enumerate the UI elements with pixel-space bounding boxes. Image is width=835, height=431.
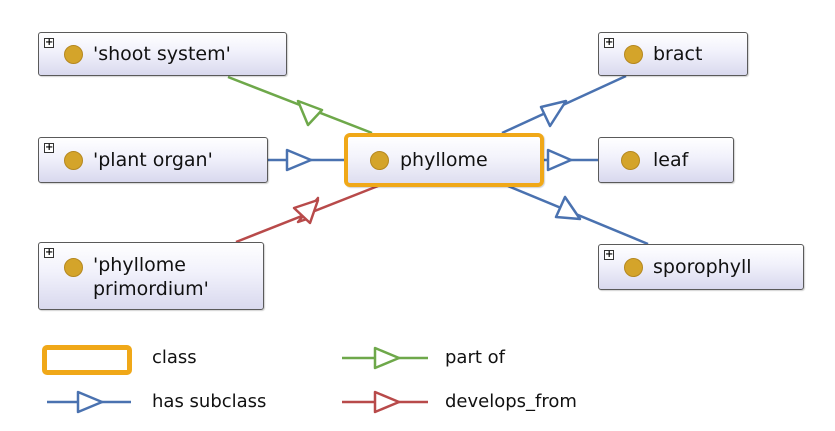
- class-dot-icon: [64, 45, 83, 64]
- node-label: 'phyllome primordium': [93, 254, 209, 300]
- legend-label-part-of: part of: [445, 347, 505, 368]
- plus-box-icon[interactable]: +: [604, 37, 614, 48]
- node-label: phyllome: [400, 149, 488, 171]
- legend-arrow-has-subclass: [76, 390, 104, 414]
- class-dot-icon: [621, 151, 640, 170]
- legend-arrow-part-of: [373, 346, 401, 370]
- edge-arrow-has-subclass: [285, 148, 313, 172]
- class-dot-icon: [624, 258, 643, 277]
- node-plant-organ[interactable]: + 'plant organ': [38, 137, 268, 183]
- node-label: sporophyll: [653, 256, 752, 278]
- node-sporophyll[interactable]: + sporophyll: [598, 244, 804, 290]
- node-phyllome-primordium[interactable]: + 'phyllome primordium': [38, 242, 264, 310]
- legend-label-has-subclass: has subclass: [152, 391, 267, 412]
- node-label: leaf: [653, 149, 689, 171]
- node-phyllome-focused-class[interactable]: phyllome: [344, 133, 544, 187]
- edge-arrow-develops-from-head: [292, 198, 320, 225]
- edge-arrow-part-of: [296, 99, 324, 127]
- legend-class-swatch: [42, 345, 132, 375]
- edge-arrow-has-subclass: [539, 99, 568, 128]
- edge-arrow-has-subclass: [554, 195, 582, 221]
- node-label: 'shoot system': [93, 43, 231, 65]
- class-dot-icon: [64, 258, 83, 277]
- edge-arrow-has-subclass: [546, 148, 573, 172]
- plus-box-icon[interactable]: +: [44, 142, 54, 153]
- class-dot-icon: [624, 45, 643, 64]
- class-dot-icon: [370, 151, 389, 170]
- node-label: 'plant organ': [93, 149, 213, 171]
- plus-box-icon[interactable]: +: [604, 249, 614, 260]
- class-dot-icon: [64, 151, 83, 170]
- plus-box-icon[interactable]: +: [44, 37, 54, 48]
- node-label: bract: [653, 43, 703, 65]
- node-bract[interactable]: + bract: [598, 32, 748, 76]
- node-shoot-system[interactable]: + 'shoot system': [38, 32, 287, 76]
- legend-label-develops-from: develops_from: [445, 391, 577, 412]
- node-leaf[interactable]: leaf: [598, 137, 734, 183]
- legend-label-class: class: [152, 347, 197, 368]
- legend-arrow-develops-from: [373, 390, 401, 414]
- plus-box-icon[interactable]: +: [44, 247, 54, 258]
